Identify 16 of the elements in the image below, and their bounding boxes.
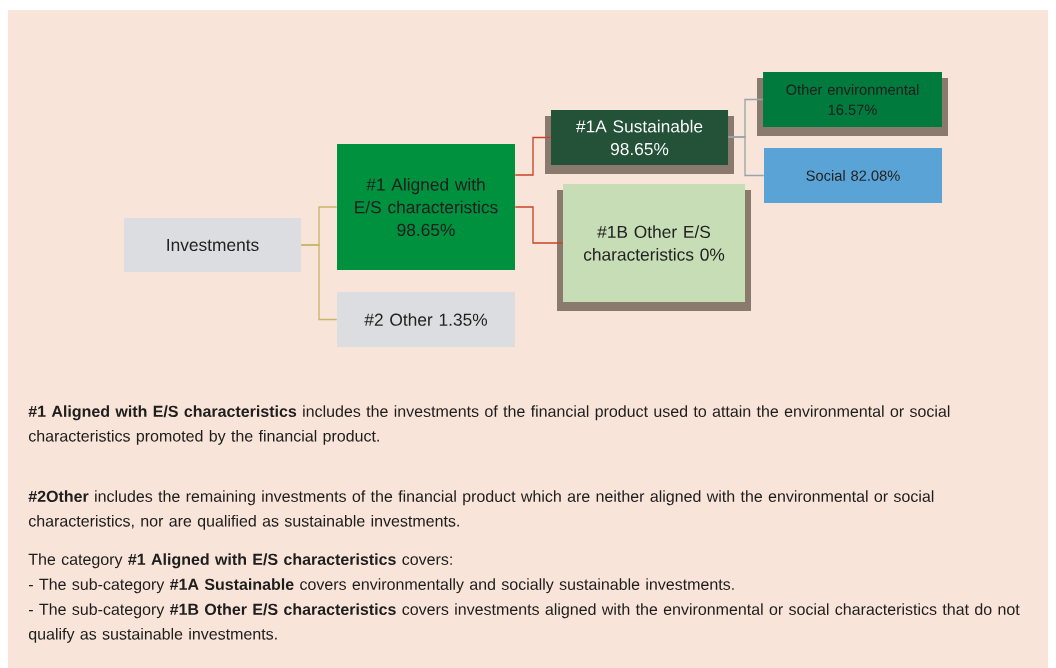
paragraph: #1 Aligned with E/S characteristics includes the investments of the financial product used to attain the environmental or social characteristics promoted by the financial product.: [28, 405, 950, 445]
category-box: #1A Sustainable 98.65%: [545, 110, 734, 174]
paragraph: - The sub-category #1A Sustainable covers environmentally and socially sustainable investments.: [29, 578, 734, 594]
connector: [514, 206, 564, 244]
category-box: Other environmental 16.57%: [757, 72, 948, 136]
connector: [300, 244, 338, 321]
category-box: Social 82.08%: [764, 148, 942, 203]
category-box: #2 Other 1.35%: [337, 292, 515, 347]
category-box: #1 Aligned with E/S characteristics 98.65%: [337, 144, 515, 270]
category-box: #1B Other E/S characteristics 0%: [557, 184, 751, 311]
connector: [514, 136, 552, 176]
paragraph: The category #1 Aligned with E/S characteristics covers:: [28, 553, 452, 569]
paragraph: #2Other includes the remaining investments of the financial product which are neither aligned with the environmental or social characteristics, nor are qualified as sustainable investments.: [28, 490, 934, 530]
paragraph: - The sub-category #1B Other E/S characteristics covers investments aligned with the environmental or social characteristics that do not qualify as sustainable investments.: [28, 603, 1020, 643]
category-box: Investments: [123, 218, 302, 272]
connector: [727, 136, 765, 177]
